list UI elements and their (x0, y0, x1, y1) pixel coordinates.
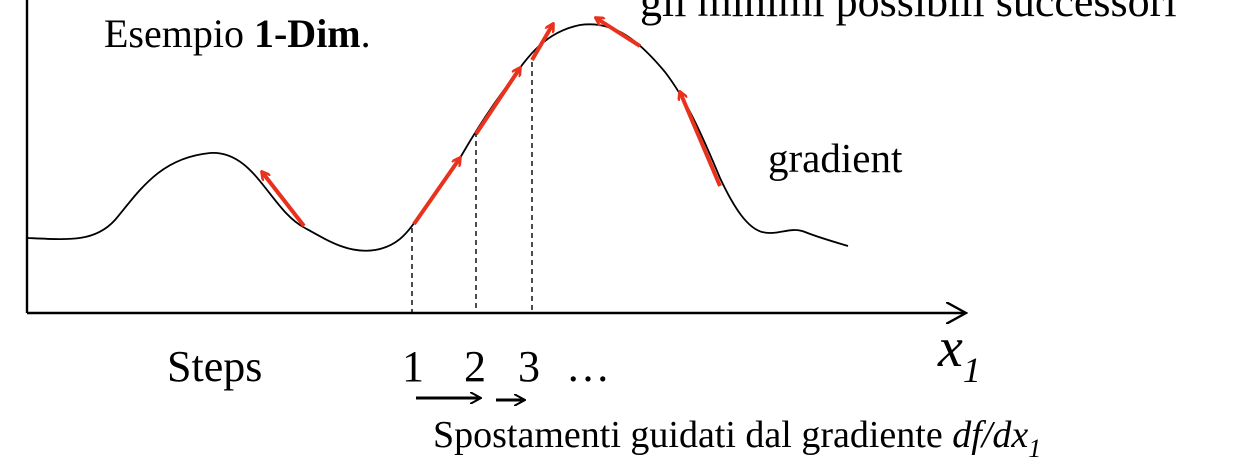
step-number-2: 2 (464, 342, 486, 391)
caption: Spostamenti guidati dal gradiente df/dx1 (433, 414, 1041, 463)
gradient-label: gradient (768, 135, 903, 181)
header-fragment: gli minimi possibili successori (640, 0, 1177, 26)
red-arrow-icon (596, 18, 642, 48)
function-curve (27, 23, 849, 252)
red-arrow-icon (530, 24, 553, 62)
diagram-title: Esempio 1-Dim. (104, 11, 371, 56)
step-number-3: 3 (518, 342, 540, 391)
red-arrow-icon (412, 158, 460, 226)
step-ellipsis: … (566, 342, 610, 391)
step-number-1: 1 (402, 342, 424, 391)
red-arrow-icon (262, 172, 306, 228)
x-axis-label: x1 (937, 317, 981, 390)
red-arrow-icon (680, 92, 722, 187)
red-arrow-icon (474, 68, 520, 136)
steps-label: Steps (167, 342, 262, 391)
